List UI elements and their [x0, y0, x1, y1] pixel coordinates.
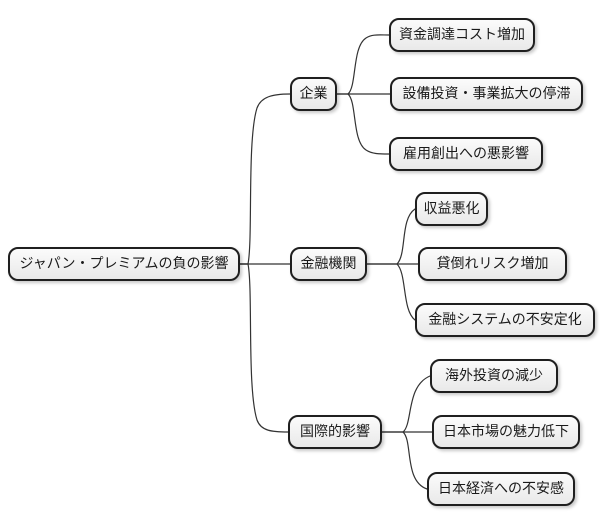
- connector-branch-1-to-leaf-3: [347, 93, 390, 155]
- connector-root-to-branch-1: [239, 93, 291, 265]
- connector-branch-3-to-leaf-3: [402, 431, 428, 490]
- leaf-node-employment-creation-impact: 雇用創出への悪影響: [389, 137, 543, 171]
- branch-node-companies: 企業: [290, 77, 337, 111]
- leaf-node-japan-market-appeal-decline: 日本市場の魅力低下: [432, 415, 580, 449]
- leaf-node-profit-deterioration: 収益悪化: [415, 192, 488, 226]
- connector-branch-2-to-leaf-3: [396, 263, 416, 321]
- root-node: ジャパン・プレミアムの負の影響: [8, 247, 240, 281]
- leaf-node-japan-economy-anxiety: 日本経済への不安感: [427, 472, 575, 506]
- leaf-node-foreign-investment-decline: 海外投資の減少: [430, 359, 558, 393]
- connector-branch-2-to-leaf-1: [366, 208, 416, 265]
- connector-branch-1-to-leaf-1: [336, 34, 390, 95]
- connector-root-to-branch-3: [239, 263, 289, 433]
- branch-node-financial-institutions: 金融機関: [290, 247, 367, 281]
- leaf-node-funding-cost-increase: 資金調達コスト増加: [389, 18, 535, 52]
- branch-node-international-impact: 国際的影響: [288, 415, 382, 449]
- connector-branch-3-to-leaf-1: [381, 375, 431, 433]
- leaf-node-bad-loan-risk-increase: 貸倒れリスク増加: [418, 247, 567, 281]
- leaf-node-capex-expansion-stagnation: 設備投資・事業拡大の停滞: [390, 77, 583, 111]
- leaf-node-financial-system-instability: 金融システムの不安定化: [415, 303, 595, 337]
